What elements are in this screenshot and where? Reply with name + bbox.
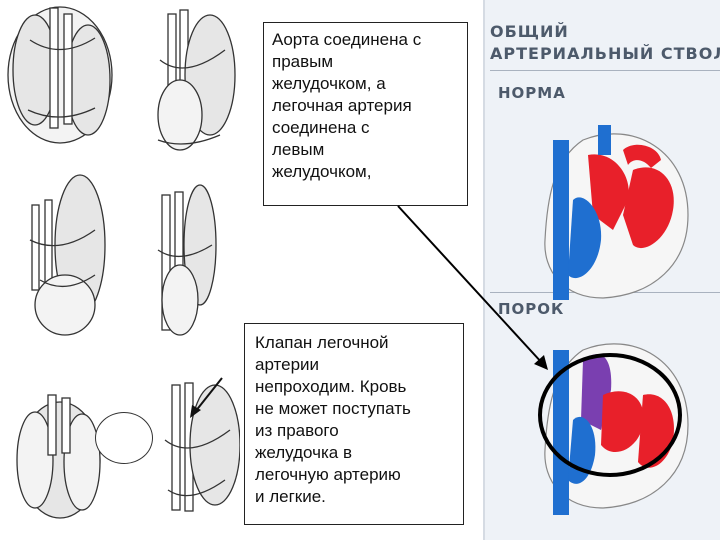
annotation-line: желудочком, — [272, 162, 372, 181]
annotation-line: и легкие. — [255, 487, 326, 506]
heart-sketch-1 — [7, 6, 113, 144]
defect-heart-diagram — [544, 343, 689, 515]
empty-oval — [95, 412, 153, 464]
annotation-line: желудочком, а — [272, 74, 386, 93]
annotation-line: не может поступать — [255, 399, 411, 418]
annotation-line: желудочка в — [255, 443, 352, 462]
highlight-circle — [538, 353, 682, 477]
arrow-line-small — [194, 377, 223, 413]
panel-title-line1: ОБЩИЙ — [490, 22, 569, 41]
annotation-line: легочную артерию — [255, 465, 401, 484]
annotation-line: Аорта соединена с — [272, 30, 422, 49]
annotation-line: непроходим. Кровь — [255, 377, 407, 396]
heart-illustrations — [538, 125, 689, 515]
annotation-line: соединена с — [272, 118, 370, 137]
annotation-line: артерии — [255, 355, 320, 374]
heart-sketches — [7, 6, 240, 519]
annotation-line: левым — [272, 140, 325, 159]
panel-title-line2: АРТЕРИАЛЬНЫЙ СТВОЛ — [490, 44, 720, 63]
annotation-line: легочная артерия — [272, 96, 412, 115]
heart-sketch-2 — [157, 9, 236, 151]
arrowhead-small — [190, 405, 201, 418]
annotation-top-box: Аорта соединена с правым желудочком, а л… — [263, 22, 468, 206]
divider — [490, 70, 720, 71]
heart-sketch-6 — [164, 382, 240, 512]
annotation-line: Клапан легочной — [255, 333, 389, 352]
annotation-bottom-box: Клапан легочной артерии непроходим. Кров… — [244, 323, 464, 525]
normal-label: НОРМА — [498, 84, 566, 102]
heart-sketch-5 — [16, 394, 101, 519]
heart-sketch-4 — [157, 184, 217, 336]
annotation-line: из правого — [255, 421, 339, 440]
normal-heart-diagram — [544, 125, 689, 300]
heart-sketch-3 — [29, 174, 106, 336]
annotation-line: правым — [272, 52, 334, 71]
